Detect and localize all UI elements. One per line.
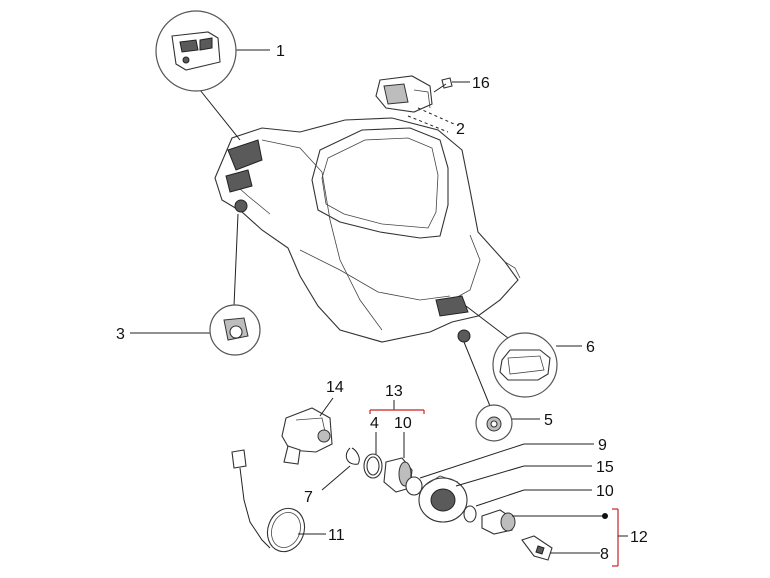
callout-13: 13 bbox=[385, 383, 403, 400]
part-16-screw: 16 bbox=[433, 75, 490, 93]
part-13-kit-bracket: 13 4 10 bbox=[369, 383, 425, 458]
callout-2: 2 bbox=[456, 121, 465, 138]
part-4-washer bbox=[363, 453, 383, 479]
callout-9: 9 bbox=[598, 437, 607, 454]
callout-3: 3 bbox=[116, 326, 125, 343]
lock-cylinder bbox=[481, 509, 608, 535]
part-6-cover-detail: 6 bbox=[465, 305, 595, 398]
callout-12: 12 bbox=[630, 529, 648, 546]
part-2-bracket: 2 bbox=[375, 75, 465, 138]
callout-15: 15 bbox=[596, 459, 614, 476]
part-12-kit-bracket: 12 bbox=[612, 508, 648, 567]
handlebar-cover bbox=[214, 117, 521, 343]
callout-6: 6 bbox=[586, 339, 595, 356]
callout-1: 1 bbox=[276, 43, 285, 60]
callout-14: 14 bbox=[326, 379, 344, 396]
part-3-button-detail: 3 bbox=[116, 213, 261, 356]
callout-16: 16 bbox=[472, 75, 490, 92]
part-5-button-detail: 5 bbox=[463, 341, 553, 442]
callout-5: 5 bbox=[544, 412, 553, 429]
callout-11: 11 bbox=[328, 527, 345, 544]
part-8-key: 8 bbox=[521, 535, 609, 563]
callout-10-lower: 10 bbox=[596, 483, 614, 500]
part-10-oring: 10 bbox=[463, 483, 614, 523]
part-15-lock-housing: 9 15 bbox=[418, 437, 614, 523]
part-7-clip: 7 bbox=[304, 447, 360, 506]
part-14-holder: 14 bbox=[281, 379, 344, 465]
lock-sleeve bbox=[383, 457, 423, 496]
callout-8: 8 bbox=[600, 546, 609, 563]
callout-7: 7 bbox=[304, 489, 313, 506]
part-1-switch-detail: 1 bbox=[155, 10, 285, 141]
part-11-sensor-cable: 11 bbox=[231, 449, 345, 553]
callout-4: 4 bbox=[370, 415, 379, 432]
callout-10-upper: 10 bbox=[394, 415, 412, 432]
